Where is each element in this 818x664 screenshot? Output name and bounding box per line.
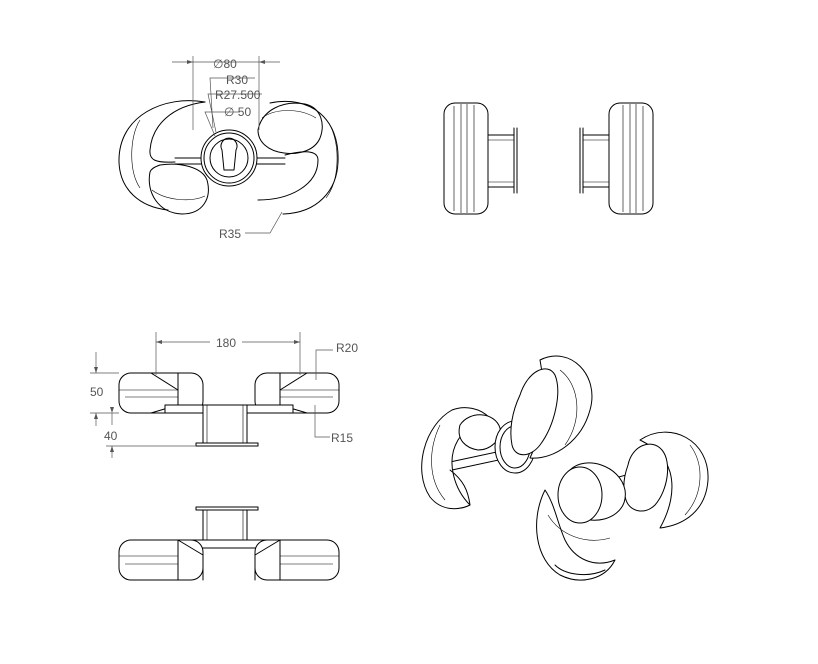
dim-cup-radius: R35 [219, 227, 241, 241]
dim-height: 50 [90, 385, 104, 399]
dim-outer-diameter: ∅80 [213, 57, 237, 71]
dim-large-radius: R20 [336, 341, 358, 355]
isometric-view [421, 355, 709, 581]
dim-outer-radius: R30 [226, 73, 248, 87]
dim-mid-radius: R27.500 [215, 88, 261, 102]
bottom-view [118, 506, 340, 581]
dim-offset: 40 [104, 429, 118, 443]
side-view-right [579, 102, 654, 215]
dim-small-radius: R15 [331, 431, 353, 445]
dim-inner-diameter: ∅ 50 [224, 105, 251, 119]
top-view: ∅80 R30 R27.500 ∅ 50 R35 [118, 56, 339, 241]
side-view-left [443, 102, 518, 215]
front-view: 180 50 40 R20 R15 [90, 332, 358, 458]
dim-span: 180 [216, 336, 236, 350]
